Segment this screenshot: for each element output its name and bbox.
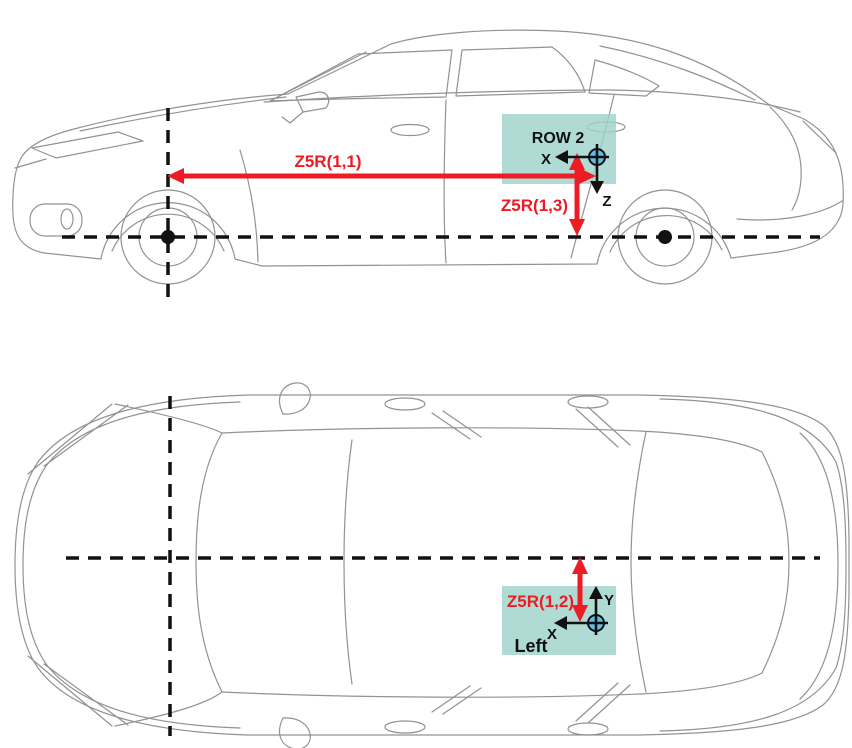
z5r13-top-arrowhead (569, 153, 585, 170)
x-axis-arrowhead-top (554, 616, 567, 630)
handle-rear-right (567, 395, 609, 409)
grille-line (14, 158, 47, 169)
rear-window-top-curve (630, 431, 647, 693)
side-mirror-stalk (281, 111, 304, 124)
side-axes (562, 144, 609, 186)
rear-door-window (455, 46, 586, 97)
top-view: Z5R(1,2) Y X Left (14, 382, 850, 748)
front-door-cut (443, 99, 447, 264)
glasshouse-band-top (221, 427, 763, 453)
headlight-left-bottom-1 (27, 655, 113, 727)
trunk-cut-line (769, 106, 802, 211)
front-wheel-center-dot (161, 230, 175, 244)
c-pillar-slash-bottom-1 (575, 682, 619, 722)
rear-bumper-cut (736, 200, 843, 221)
top-rear-inner-line (659, 398, 847, 732)
top-reference-lines (66, 396, 820, 736)
z5r11-left-arrowhead (167, 168, 184, 184)
side-dimension-arrows (178, 166, 586, 224)
z5r12-top-arrowhead (572, 557, 588, 574)
front-door-window (269, 49, 453, 102)
top-view-car-art (14, 382, 850, 748)
hood-side-line-bottom (114, 691, 223, 727)
c-pillar-slash-top-2 (587, 406, 631, 446)
side-dimension-arrowheads (167, 153, 596, 236)
mirror-right (278, 382, 311, 415)
x-axis-label: X (541, 151, 551, 168)
z5r12-bottom-arrowhead (572, 605, 588, 622)
front-fender-crease (239, 149, 259, 263)
hood-side-line-top (114, 403, 223, 434)
trunk-inner-line (799, 432, 839, 700)
b-pillar-slash-bottom-2 (442, 687, 482, 715)
front-door-handle (390, 123, 430, 137)
side-view: Z5R(1,1) Z5R(1,3) ROW 2 X Z (12, 29, 844, 301)
windshield-top-curve (343, 439, 353, 685)
vehicle-side-label: Left (515, 636, 548, 656)
handle-rear-left (567, 722, 609, 736)
side-reference-lines (62, 108, 820, 301)
b-pillar-slash-top-2 (442, 410, 482, 438)
z-axis-arrowhead (590, 181, 604, 194)
fog-lamp (29, 203, 83, 237)
y-axis-arrowhead-top (589, 586, 603, 599)
z-axis-label: Z (602, 193, 611, 210)
rear-window-base-curve (761, 451, 790, 674)
row2-label: ROW 2 (532, 130, 585, 147)
car-body-outline (12, 29, 844, 267)
beltline (263, 89, 801, 113)
dimension-label-z5r11: Z5R(1,1) (294, 152, 361, 171)
z5r13-bottom-arrowhead (569, 219, 585, 236)
dimension-label-z5r13: Z5R(1,3) (501, 196, 568, 215)
tail-lamp-line (802, 120, 837, 154)
quarter-window (588, 59, 660, 97)
x-axis-arrowhead (555, 150, 568, 164)
headlight-left-top-1 (27, 403, 113, 475)
mirror-left (278, 717, 311, 748)
dimension-label-z5r12: Z5R(1,2) (507, 592, 574, 611)
side-view-car-art (12, 29, 844, 285)
glasshouse-band-bottom (221, 672, 763, 698)
b-pillar-slash-bottom-1 (431, 685, 471, 713)
headlight-left-bottom-2 (43, 663, 129, 726)
side-mirror (295, 91, 330, 113)
c-pillar-slash-top-1 (575, 408, 619, 448)
handle-front-left (384, 720, 426, 734)
front-arch-lip (111, 213, 225, 252)
top-front-inner-line (22, 401, 241, 729)
headlight-left-top-2 (43, 404, 129, 467)
hood-cut-line (79, 96, 287, 132)
fog-lamp-bulb (60, 208, 74, 230)
y-axis-label: Y (604, 592, 614, 609)
rear-glass-line (599, 45, 756, 101)
z5r11-right-arrowhead (579, 168, 596, 184)
x-axis-label-top: X (547, 626, 557, 643)
rear-wheel-center-dot (658, 230, 672, 244)
top-axes (561, 593, 608, 635)
top-body-outline (14, 394, 850, 736)
c-pillar-slash-bottom-2 (587, 684, 631, 724)
windshield-base-curve (195, 432, 223, 693)
headlight (31, 131, 144, 159)
b-pillar-slash-top-1 (431, 412, 471, 440)
handle-front-right (384, 397, 426, 411)
